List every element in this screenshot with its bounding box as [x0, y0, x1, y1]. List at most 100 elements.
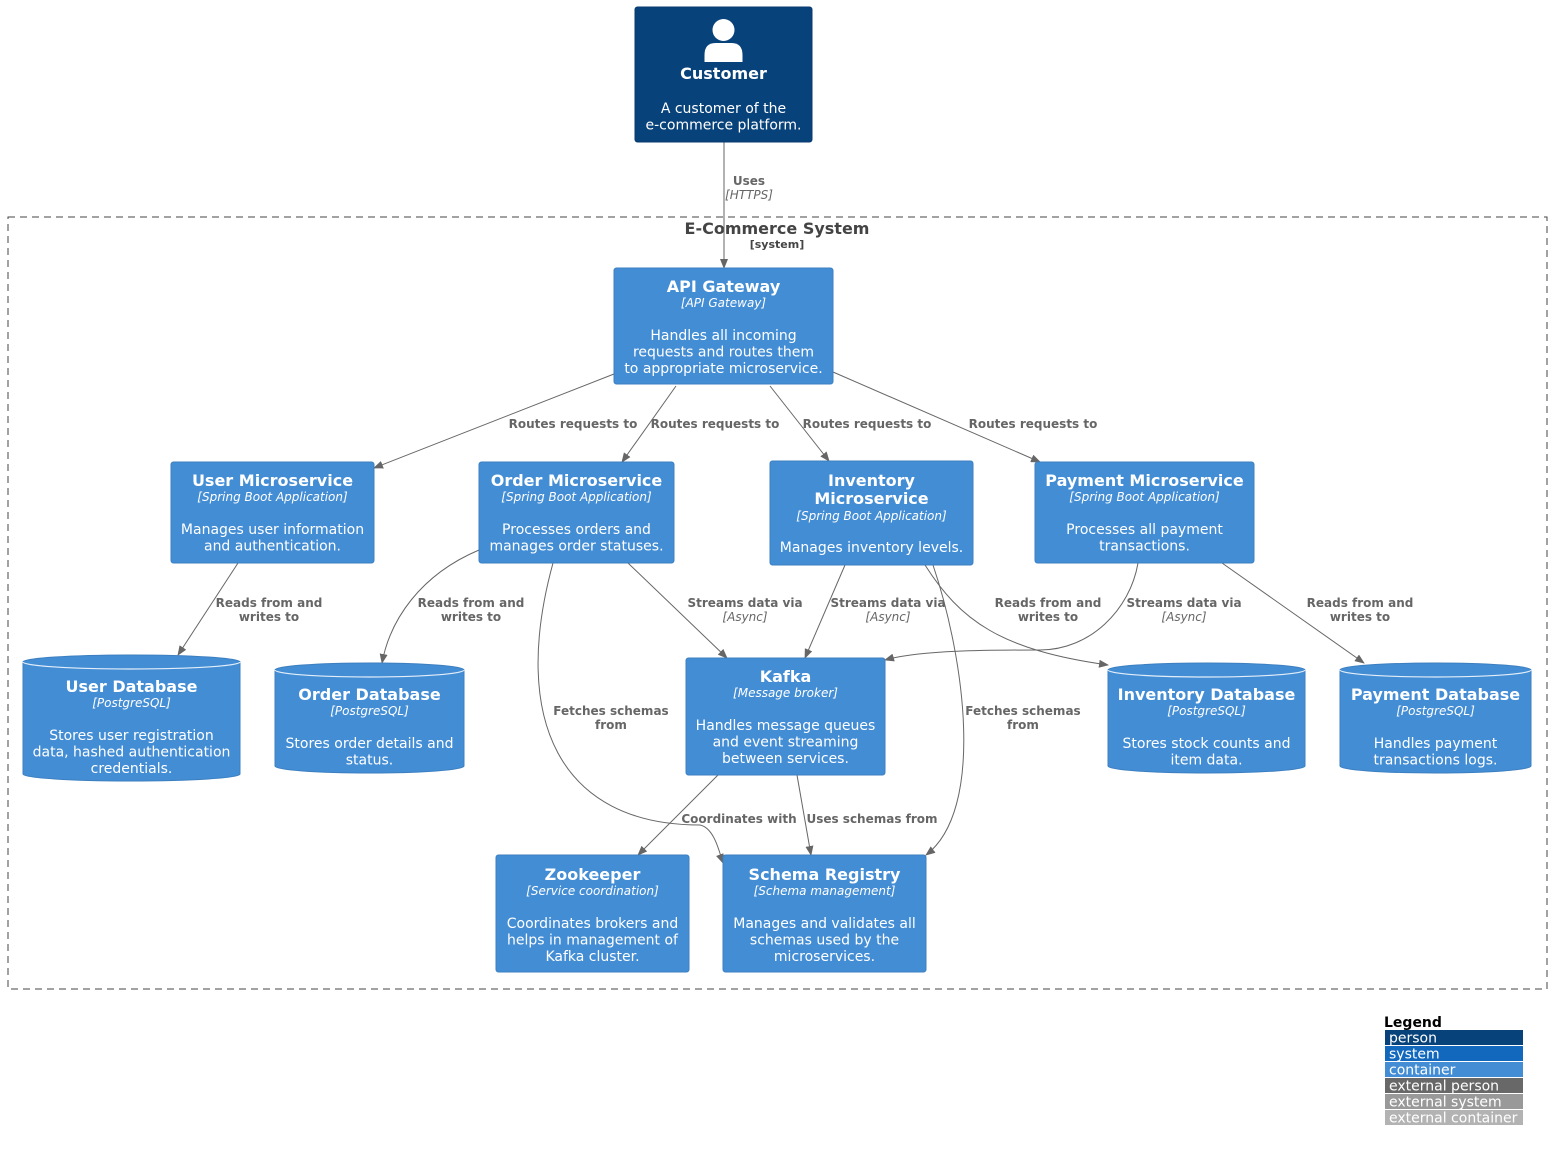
edge-pay-db [1221, 562, 1365, 664]
node-description: Manages user information [181, 522, 364, 538]
node-description: and authentication. [204, 539, 341, 555]
database-cylinder [22, 654, 241, 782]
legend-label: person [1389, 1031, 1437, 1047]
edge-label-pay-kafka: Streams data via [1126, 596, 1241, 610]
edge-label-inv-db: writes to [1018, 610, 1078, 624]
node-pay-db[interactable]: Payment Database[PostgreSQL] Handles paym… [1339, 662, 1532, 774]
node-title: Microservice [814, 489, 928, 508]
edge-kafka-zookeeper [637, 774, 719, 856]
system-boundary-frame [7, 216, 1548, 990]
database-rim [1339, 669, 1532, 678]
edge-label-order-registry: Fetches schemas [553, 704, 668, 718]
system-boundary-type: [system] [750, 238, 805, 251]
node-technology: [PostgreSQL] [1396, 704, 1475, 718]
node-title: Payment Microservice [1045, 471, 1244, 490]
edge-order-db [379, 549, 480, 664]
edge-pay-kafka [884, 562, 1139, 662]
person-icon [704, 19, 743, 62]
edge-label-gw-pay: Routes requests to [969, 417, 1098, 431]
edge-tech-uses: [HTTPS] [725, 188, 773, 202]
node-description: schemas used by the [750, 933, 899, 949]
edge-inv-registry [925, 564, 965, 856]
node-title: Inventory [828, 471, 916, 490]
node-description: to appropriate microservice. [624, 361, 822, 377]
node-box [685, 657, 886, 776]
node-technology: [Spring Boot Application] [796, 509, 947, 523]
edge-inv-kafka [804, 564, 846, 659]
edge-label-user-db: Reads from and [216, 596, 323, 610]
node-pay-ms[interactable]: Payment Microservice[Spring Boot Applica… [1034, 461, 1255, 564]
node-inv-db[interactable]: Inventory Database[PostgreSQL]Stores sto… [1107, 662, 1306, 774]
node-registry[interactable]: Schema Registry[Schema management]Manage… [722, 854, 927, 973]
node-description: manages order statuses. [489, 539, 663, 555]
legend-swatch [1385, 1030, 1523, 1045]
system-boundary: E-Commerce System[system] [7, 216, 1548, 990]
node-description: transactions logs. [1374, 753, 1498, 769]
node-title: Payment Database [1351, 685, 1520, 704]
node-description: Handles all incoming [650, 328, 796, 344]
legend-item: external container [1385, 1110, 1523, 1127]
node-description: helps in management of [507, 933, 679, 949]
database-rim [22, 661, 241, 670]
node-user-db[interactable]: User Database[PostgreSQL]Stores user reg… [22, 654, 241, 782]
node-description: microservices. [774, 949, 875, 965]
edge-label-pay-db: Reads from and [1307, 596, 1414, 610]
edge-label-inv-db: Reads from and [995, 596, 1102, 610]
node-title: User Microservice [192, 471, 353, 490]
edge-gw-inv [769, 385, 830, 462]
edge-label-pay-db: writes to [1330, 610, 1390, 624]
node-gateway[interactable]: API Gateway[API Gateway]Handles all inco… [613, 267, 834, 385]
node-description: Coordinates brokers and [507, 916, 678, 932]
edge-label-order-registry: from [595, 718, 627, 732]
node-technology: [Spring Boot Application] [197, 490, 348, 504]
edge-inv-db [924, 564, 1109, 668]
node-order-ms[interactable]: Order Microservice[Spring Boot Applicati… [478, 461, 675, 564]
node-description: Handles payment [1374, 736, 1498, 752]
node-description: transactions. [1099, 539, 1190, 555]
node-description: Stores order details and [286, 736, 454, 752]
legend-swatch [1385, 1094, 1523, 1109]
edge-label-order-kafka: Streams data via [687, 596, 802, 610]
node-description: item data. [1170, 753, 1242, 769]
node-description: Manages and validates all [733, 916, 915, 932]
node-kafka[interactable]: Kafka[Message broker]Handles message que… [685, 657, 886, 776]
database-cylinder [1339, 662, 1532, 774]
node-title: Kafka [760, 667, 812, 686]
legend-item: external system [1385, 1094, 1523, 1111]
node-user-ms[interactable]: User Microservice[Spring Boot Applicatio… [170, 461, 375, 564]
node-title: API Gateway [667, 277, 781, 296]
node-description: requests and routes them [633, 345, 814, 361]
node-box [722, 854, 927, 973]
legend-swatch [1385, 1046, 1523, 1061]
node-box [634, 6, 813, 143]
node-box [170, 461, 375, 564]
node-title: Order Database [298, 685, 441, 704]
relationship-arrows [177, 142, 1365, 864]
node-description: Stores user registration [49, 728, 214, 744]
edge-gw-pay [832, 371, 1041, 463]
legend-item: person [1385, 1030, 1523, 1047]
node-description: Kafka cluster. [545, 949, 639, 965]
edge-kafka-registry [796, 774, 814, 856]
edge-label-kafka-registry: Uses schemas from [806, 812, 937, 826]
node-description: Manages inventory levels. [780, 540, 963, 556]
node-order-db[interactable]: Order Database[PostgreSQL]Stores order d… [274, 662, 465, 774]
legend-label: external person [1389, 1079, 1499, 1095]
node-description: and event streaming [713, 735, 859, 751]
database-rim [1107, 669, 1306, 678]
edge-order-kafka [627, 562, 728, 659]
edge-label-inv-registry: from [1007, 718, 1039, 732]
legend-label: external container [1389, 1111, 1518, 1127]
legend-swatch [1385, 1062, 1523, 1077]
node-title: Order Microservice [491, 471, 663, 490]
node-zookeeper[interactable]: Zookeeper[Service coordination]Coordinat… [495, 854, 690, 973]
legend-swatch [1385, 1110, 1523, 1125]
node-technology: [PostgreSQL] [92, 696, 171, 710]
node-technology: [Service coordination] [526, 884, 659, 898]
edge-gw-order [621, 385, 677, 463]
